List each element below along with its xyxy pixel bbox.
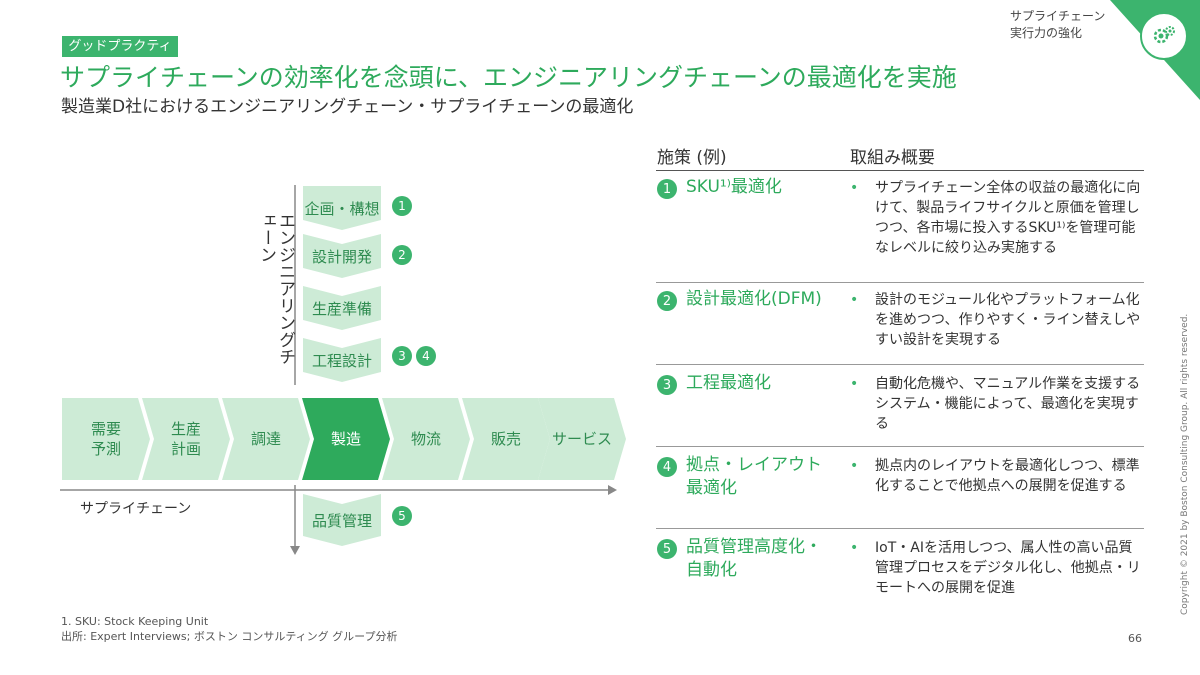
sc-step-production-plan: 生産 計画 [142,398,230,480]
table-row-description: • 自動化危機や、マニュアル作業を支援するシステム・機能によって、最適化を実現す… [850,374,1145,434]
row-description-text: 拠点内のレイアウトを最適化しつつ、標準化することで他拠点への展開を促進する [875,458,1140,494]
sc-step-manufacturing: 製造 [302,398,390,480]
row-label-text: 拠点・レイアウト最適化 [686,455,822,498]
step-number-badge: 4 [416,346,436,366]
bullet-icon: • [850,180,859,196]
bullet-icon: • [850,540,859,556]
section-label-line2: 実行力の強化 [1010,26,1083,40]
sc-step-sales: 販売 [462,398,550,480]
row-label-text: 設計最適化(DFM) [686,289,822,309]
sc-step-demand-forecast: 需要 予測 [62,398,150,480]
footnote-sku: 1. SKU: Stock Keeping Unit [61,615,209,628]
page-number: 66 [1128,632,1142,645]
eng-step-planning: 企画・構想 [303,186,381,230]
diagram-axes [60,185,617,555]
table-row-label: 4 拠点・レイアウト最適化 [657,454,827,500]
table-row-description: • 設計のモジュール化やプラットフォーム化を進めつつ、作りやすく・ライン替えしや… [850,290,1145,350]
table-row-label: 3 工程最適化 [657,372,827,395]
row-description-text: IoT・AIを活用しつつ、属人性の高い品質管理プロセスをデジタル化し、他拠点・リ… [875,540,1141,596]
good-practice-tag: グッドプラクティス [62,36,178,75]
table-row-description: • サプライチェーン全体の収益の最適化に向けて、製品ライフサイクルと原価を管理し… [850,178,1145,258]
table-header-summary: 取組み概要 [850,148,935,168]
table-row-description: • IoT・AIを活用しつつ、属人性の高い品質管理プロセスをデジタル化し、他拠点… [850,538,1145,598]
step-number-badge: 1 [392,196,412,216]
step-number-badge: 3 [392,346,412,366]
row-number-badge: 2 [657,291,677,311]
row-number-badge: 3 [657,375,677,395]
copyright: Copyright © 2021 by Boston Consulting Gr… [1180,313,1190,615]
step-number-badge: 2 [392,245,412,265]
section-label: サプライチェーン 実行力の強化 [1010,8,1105,42]
table-row-divider [656,364,1144,365]
gear-icon [1140,12,1188,60]
eng-step-production-prep: 生産準備 [303,286,381,330]
row-label-text: 工程最適化 [686,373,771,393]
row-number-badge: 1 [657,179,677,199]
step-number-badge: 5 [392,506,412,526]
footnote: 1. SKU: Stock Keeping Unit 出所: Expert In… [61,614,398,644]
table-row-divider [656,528,1144,529]
table-row-label: 2 設計最適化(DFM) [657,288,827,311]
row-number-badge: 5 [657,539,677,559]
row-label-text: SKU¹⁾最適化 [686,177,782,197]
row-label-text: 品質管理高度化・自動化 [686,537,822,580]
row-number-badge: 4 [657,457,677,477]
bullet-icon: • [850,458,859,474]
engineering-chain-label: エンジニアリングチェーン [256,212,295,365]
table-row-divider [656,282,1144,283]
row-description-text: 自動化危機や、マニュアル作業を支援するシステム・機能によって、最適化を実現する [875,376,1141,432]
table-row-label: 5 品質管理高度化・自動化 [657,536,827,582]
footnote-source: 出所: Expert Interviews; ボストン コンサルティング グルー… [61,630,398,643]
table-row-label: 1 SKU¹⁾最適化 [657,176,827,199]
row-description-text: サプライチェーン全体の収益の最適化に向けて、製品ライフサイクルと原価を管理しつつ… [875,180,1141,256]
table-row-divider [656,446,1144,447]
table-row-description: • 拠点内のレイアウトを最適化しつつ、標準化することで他拠点への展開を促進する [850,456,1145,496]
row-description-text: 設計のモジュール化やプラットフォーム化を進めつつ、作りやすく・ライン替えしやすい… [875,292,1141,348]
sc-step-procurement: 調達 [222,398,310,480]
bullet-icon: • [850,292,859,308]
table-header-measures: 施策 (例) [657,148,727,168]
bullet-icon: • [850,376,859,392]
page-subtitle: 製造業D社におけるエンジニアリングチェーン・サプライチェーンの最適化 [61,97,634,117]
table-header-divider [656,170,1144,171]
sc-step-service: サービス [538,398,626,480]
eng-step-quality: 品質管理 [303,494,381,546]
sc-step-logistics: 物流 [382,398,470,480]
supply-chain-label: サプライチェーン [80,501,192,517]
section-label-line1: サプライチェーン [1010,9,1106,23]
page-title: サプライチェーンの効率化を念頭に、エンジニアリングチェーンの最適化を実施 [60,63,957,92]
